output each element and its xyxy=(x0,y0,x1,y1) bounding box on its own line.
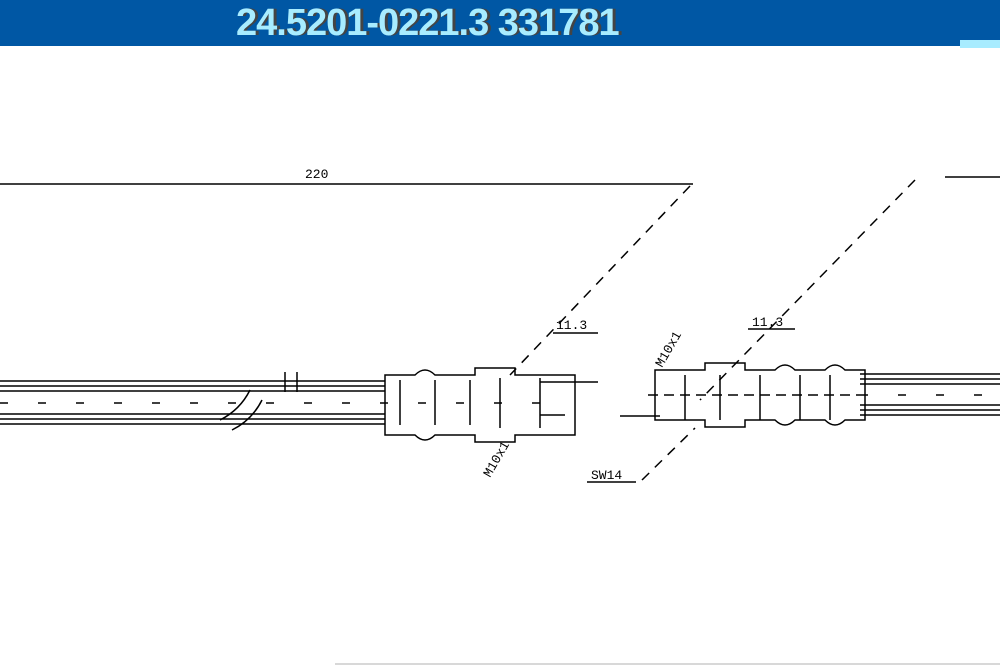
part-number-title: 24.5201-0221.3 331781 xyxy=(236,2,620,44)
hose-right xyxy=(860,373,1000,416)
thread-label-right: M10x1 xyxy=(652,329,685,370)
wrench-leader-dashed xyxy=(641,427,696,481)
fitting-right xyxy=(620,362,866,428)
fitting-left xyxy=(384,367,598,443)
dim-label-left: 11.3 xyxy=(556,318,587,333)
wrench-size-label: SW14 xyxy=(591,468,622,483)
extension-line xyxy=(699,179,916,401)
hose-left xyxy=(0,372,560,431)
extension-line xyxy=(509,185,691,376)
header-bar: 24.5201-0221.3 331781 xyxy=(0,0,1000,48)
dim-label-right: 11.3 xyxy=(752,315,783,330)
thread-label-left: M10x1 xyxy=(480,439,513,480)
length-label: 220 xyxy=(305,167,328,182)
header-accent xyxy=(960,40,1000,48)
